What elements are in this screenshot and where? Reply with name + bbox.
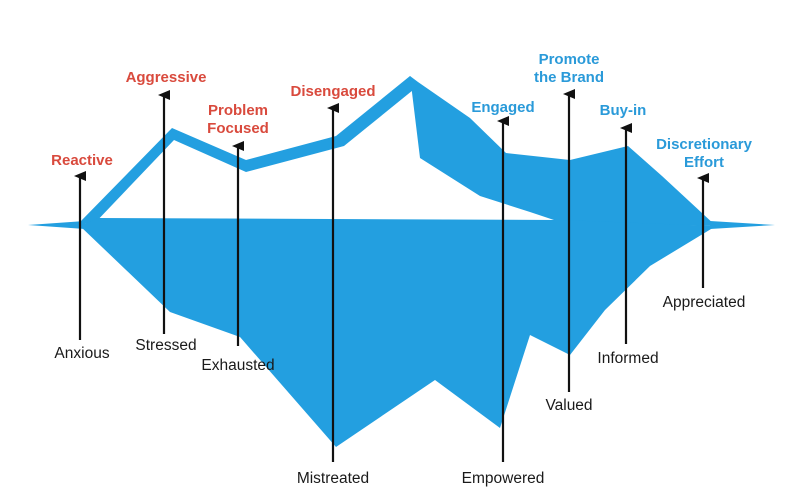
label-informed-text: Informed	[597, 350, 659, 367]
upper-solid-mass	[410, 76, 716, 226]
label-aggressive-text: Aggressive	[125, 69, 207, 86]
label-mistreated: Mistreated	[280, 470, 386, 488]
label-promote-the-brand: Promote the Brand	[522, 51, 616, 87]
label-appreciated-text: Appreciated	[662, 294, 746, 311]
arrows	[74, 89, 709, 462]
label-empowered: Empowered	[448, 470, 558, 488]
label-anxious-text: Anxious	[54, 345, 110, 362]
label-disengaged-text: Disengaged	[290, 83, 376, 100]
label-valued-text: Valued	[545, 397, 593, 414]
label-anxious: Anxious	[40, 345, 124, 363]
label-discretionary-effort: Discretionary Effort	[646, 136, 762, 172]
label-aggressive: Aggressive	[112, 69, 220, 87]
lower-submerged-mass	[80, 218, 716, 447]
label-engaged: Engaged	[460, 99, 546, 117]
label-problem-line1: Problem	[207, 102, 268, 119]
label-stressed: Stressed	[122, 337, 210, 355]
label-discretionary-line1: Discretionary	[656, 136, 752, 153]
label-reactive: Reactive	[40, 152, 124, 170]
label-reactive-text: Reactive	[51, 152, 113, 169]
label-buy-in-text: Buy-in	[599, 102, 647, 119]
label-informed: Informed	[584, 350, 672, 368]
label-engaged-text: Engaged	[471, 99, 535, 116]
label-discretionary-line2: Effort	[684, 154, 724, 171]
label-problem-line2: Focused	[207, 120, 269, 137]
label-buy-in: Buy-in	[592, 102, 654, 120]
label-promote-line1: Promote	[538, 51, 600, 68]
label-disengaged: Disengaged	[277, 83, 389, 101]
waterline-right-taper	[710, 221, 775, 229]
label-exhausted: Exhausted	[188, 357, 288, 375]
label-problem-focused: Problem Focused	[190, 102, 286, 138]
label-exhausted-text: Exhausted	[201, 357, 275, 374]
label-appreciated: Appreciated	[646, 294, 762, 312]
label-stressed-text: Stressed	[135, 337, 197, 354]
label-mistreated-text: Mistreated	[296, 470, 370, 487]
label-promote-line2: the Brand	[533, 69, 604, 86]
label-valued: Valued	[532, 397, 606, 415]
label-empowered-text: Empowered	[461, 470, 545, 487]
waterline-left-taper	[28, 221, 85, 229]
